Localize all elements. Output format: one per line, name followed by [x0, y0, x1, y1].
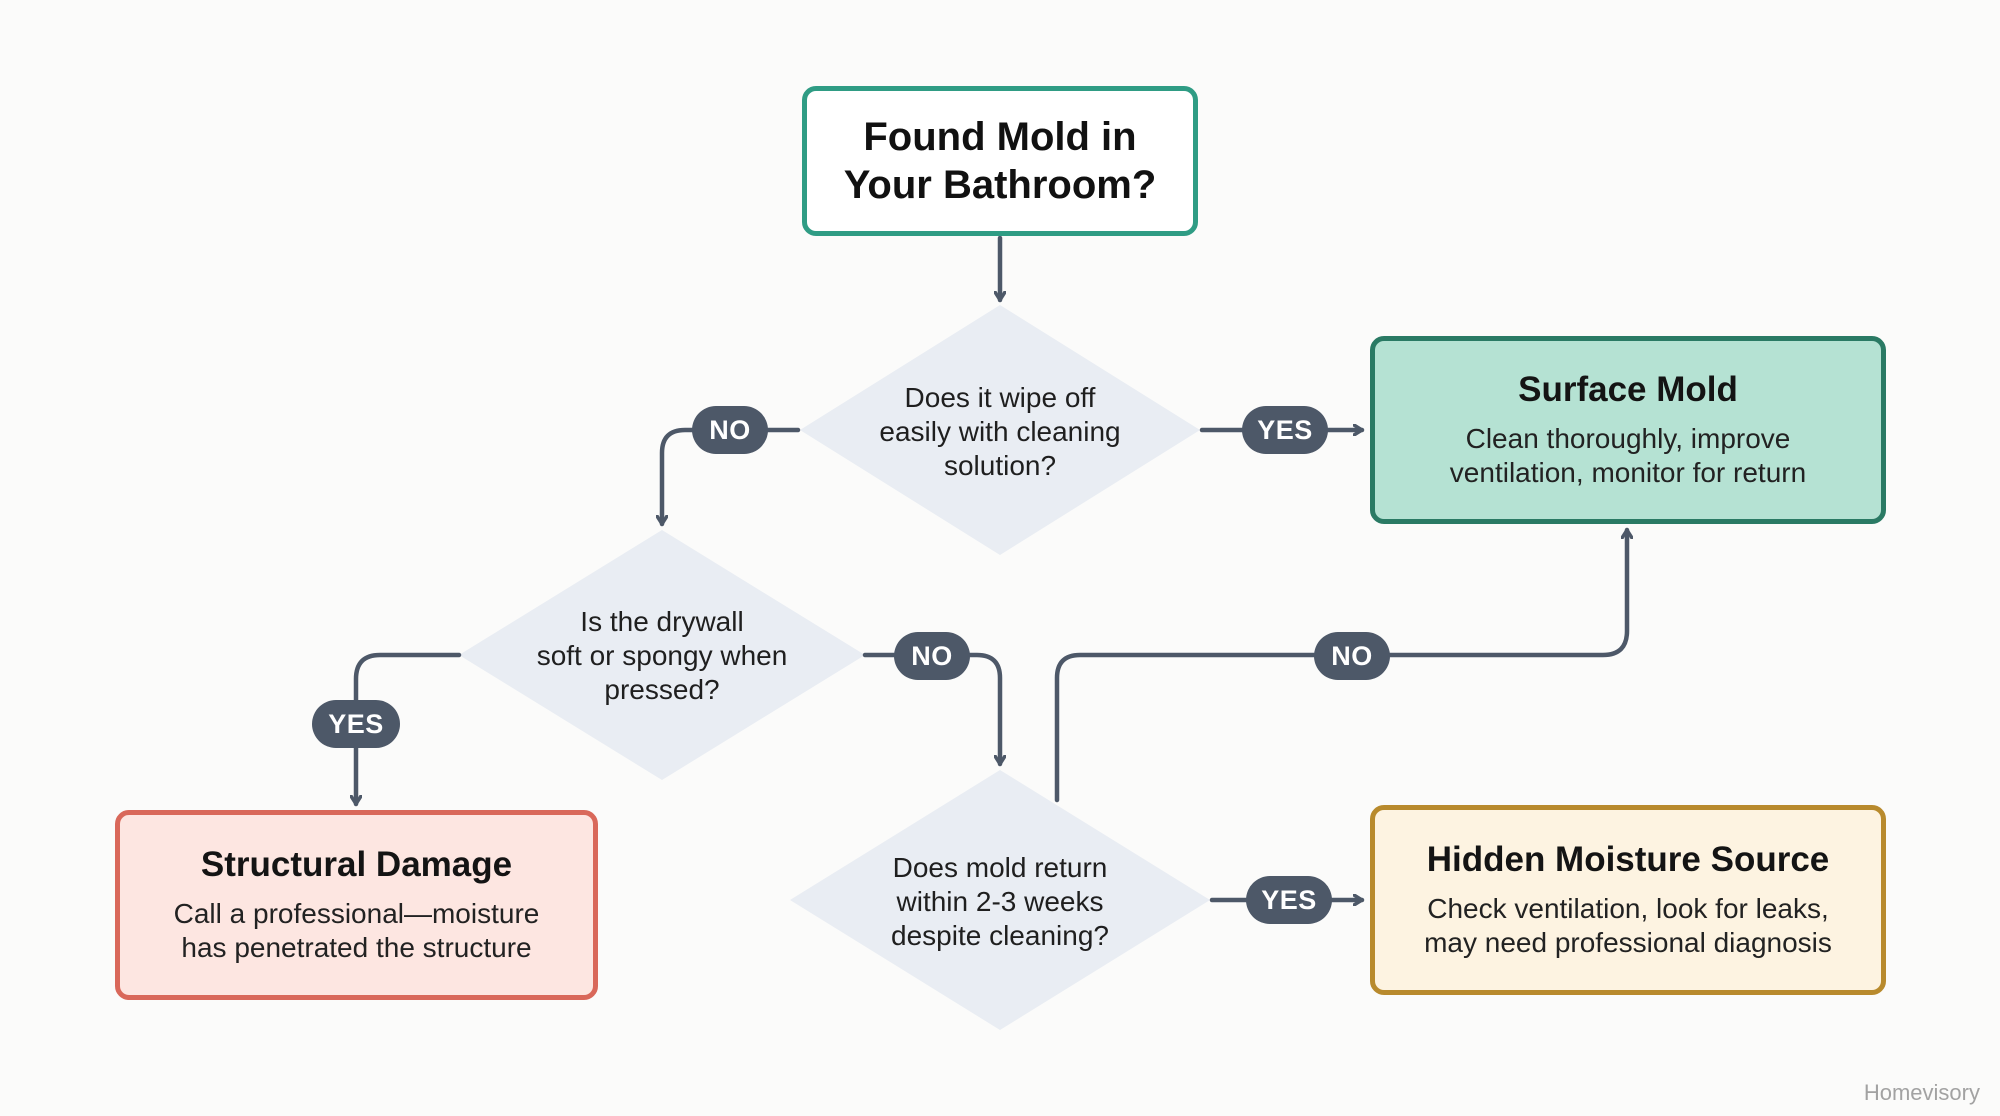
connector-q2-yes-to-structural [356, 652, 462, 807]
start-node: Found Mold in Your Bathroom? [802, 86, 1198, 236]
question-mold-return-text: Does mold return within 2-3 weeks despit… [891, 852, 1109, 951]
badge-q3-yes: YES [1246, 876, 1332, 924]
decision-diamond-drywall [459, 530, 865, 780]
result-hidden-moisture: Hidden Moisture Source Check ventilation… [1370, 805, 1886, 995]
badge-q3-no: NO [1314, 632, 1390, 680]
decision-diamond-mold-return [790, 770, 1210, 1030]
badge-q2-yes: YES [312, 700, 400, 748]
connector-q1-no-to-q2 [662, 427, 801, 527]
result-surface-mold: Surface Mold Clean thoroughly, improve v… [1370, 336, 1886, 524]
watermark-text: Homevisory [1863, 1080, 1980, 1105]
start-node-text: Found Mold in Your Bathroom? [843, 115, 1157, 207]
badge-q2-no: NO [894, 632, 970, 680]
result-hidden-moisture-title: Hidden Moisture Source [1426, 840, 1830, 879]
badge-q1-yes: YES [1242, 406, 1328, 454]
result-structural-damage-title: Structural Damage [200, 845, 513, 884]
result-structural-damage-desc: Call a professional—moisture has penetra… [173, 898, 540, 963]
badge-q1-no: NO [692, 406, 768, 454]
connector-q2-no-to-q3 [862, 652, 1000, 767]
result-surface-mold-desc: Clean thoroughly, improve ventilation, m… [1449, 423, 1807, 488]
question-wipe-off-text: Does it wipe off easily with cleaning so… [879, 382, 1121, 481]
decision-diamond-wipe-off [800, 305, 1200, 555]
result-structural-damage: Structural Damage Call a professional—mo… [115, 810, 598, 1000]
question-drywall-text: Is the drywall soft or spongy when press… [536, 606, 788, 705]
result-surface-mold-title: Surface Mold [1518, 370, 1738, 409]
result-hidden-moisture-desc: Check ventilation, look for leaks, may n… [1424, 893, 1832, 958]
